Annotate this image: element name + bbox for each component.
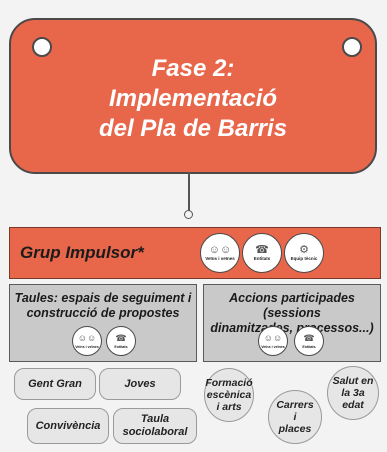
people-icon: ☺☺ bbox=[77, 333, 97, 343]
badge-entitats: ☎ Entitats bbox=[106, 326, 136, 356]
megaphone-icon: ☎ bbox=[303, 333, 315, 343]
connector-dot bbox=[184, 210, 193, 219]
taula-gent-gran: Gent Gran bbox=[14, 368, 96, 400]
grup-impulsor-title: Grup Impulsor* bbox=[20, 243, 144, 262]
card-hole-right bbox=[342, 37, 362, 57]
megaphone-icon: ☎ bbox=[255, 244, 269, 256]
badge-veins: ☺☺ Veïns i veïnes bbox=[200, 233, 240, 273]
badge-label: Veïns i veïnes bbox=[75, 345, 99, 349]
badge-veins: ☺☺ Veïns i veïnes bbox=[72, 326, 102, 356]
taula-convivencia: Convivència bbox=[27, 408, 109, 444]
taula-sociolaboral: Taula sociolaboral bbox=[113, 408, 197, 444]
accions-title: Accions participades (sessions dinamitza… bbox=[210, 291, 374, 335]
phase-card bbox=[9, 18, 377, 174]
taula-joves: Joves bbox=[99, 368, 181, 400]
connector-line bbox=[188, 172, 190, 212]
badge-equip-tecnic: ⚙ Equip tècnic bbox=[284, 233, 324, 273]
tech-team-icon: ⚙ bbox=[299, 244, 309, 256]
accio-salut-3a-edat: Salut en la 3a edat bbox=[327, 366, 379, 420]
people-icon: ☺☺ bbox=[208, 244, 232, 256]
accio-formacio-escenica: Formació escènica i arts bbox=[204, 368, 254, 422]
badge-label: Entitats bbox=[253, 256, 271, 261]
taules-panel bbox=[9, 284, 197, 362]
badge-label: Equip tècnic bbox=[290, 256, 318, 261]
people-icon: ☺☺ bbox=[263, 333, 283, 343]
accio-carrers-places: Carrers i places bbox=[268, 390, 322, 444]
badge-veins: ☺☺ Veïns i veïnes bbox=[258, 326, 288, 356]
accions-panel bbox=[203, 284, 381, 362]
megaphone-icon: ☎ bbox=[115, 333, 127, 343]
badge-label: Veïns i veïnes bbox=[261, 345, 285, 349]
taules-title: Taules: espais de seguiment i construcci… bbox=[14, 291, 192, 320]
badge-entitats: ☎ Entitats bbox=[242, 233, 282, 273]
badge-entitats: ☎ Entitats bbox=[294, 326, 324, 356]
phase-title: Fase 2: Implementació del Pla de Barris bbox=[98, 55, 288, 142]
card-hole-left bbox=[32, 37, 52, 57]
badge-label: Entitats bbox=[302, 345, 316, 349]
badge-label: Entitats bbox=[114, 345, 128, 349]
badge-label: Veïns i veïnes bbox=[205, 256, 235, 261]
